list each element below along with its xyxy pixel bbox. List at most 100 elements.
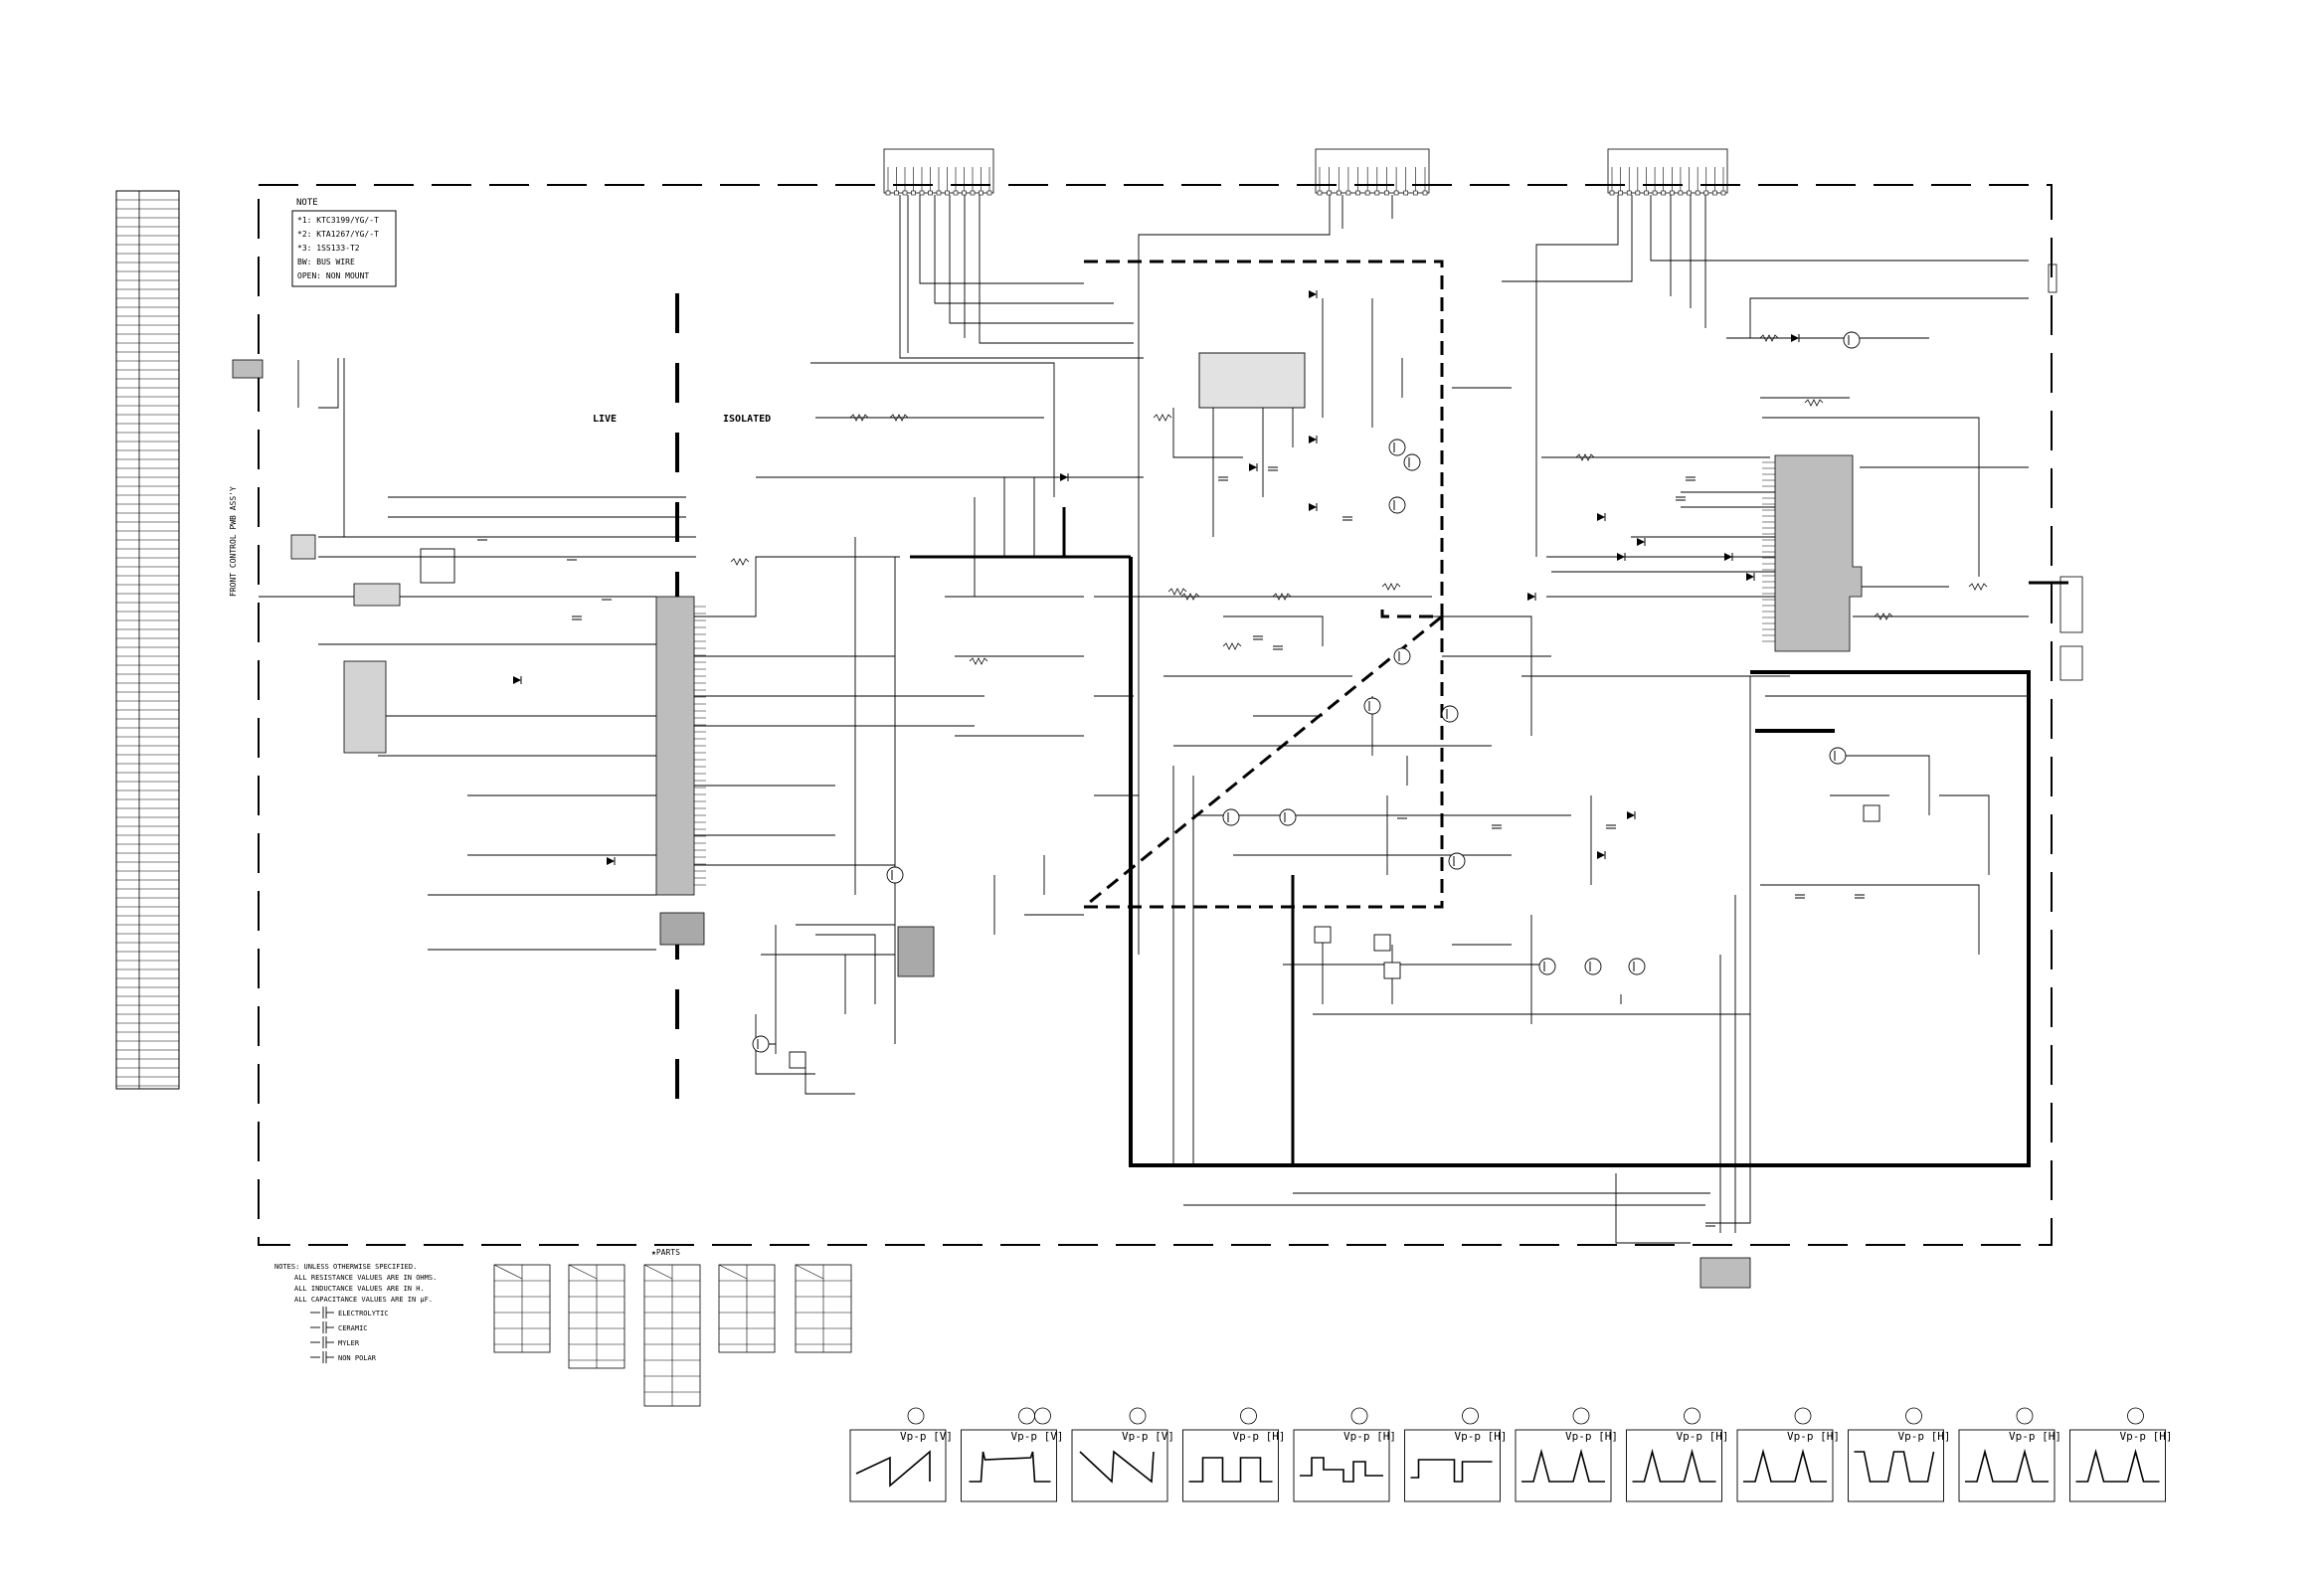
connector-pin bbox=[885, 190, 891, 196]
connector-pin bbox=[1327, 190, 1332, 196]
chip-center bbox=[1198, 352, 1306, 409]
resistor bbox=[1272, 593, 1292, 601]
connector-pin bbox=[1635, 190, 1641, 196]
waveform-marker bbox=[1129, 1407, 1147, 1425]
legend-myler: MYLER bbox=[338, 1339, 360, 1347]
waveform-marker bbox=[2016, 1407, 2034, 1425]
top-connector-1 bbox=[883, 148, 994, 196]
heavy-bus-lines bbox=[910, 507, 2068, 1167]
resistor bbox=[1804, 399, 1824, 407]
small-ic bbox=[1314, 926, 1332, 944]
ic-small bbox=[659, 912, 705, 946]
connector-pin bbox=[1374, 190, 1380, 196]
waveforms: Vp-p [V]Vp-p [V]Vp-p [V]Vp-p [H]Vp-p [H]… bbox=[849, 1407, 2173, 1502]
connector-pin bbox=[1336, 190, 1341, 196]
transistor bbox=[1279, 808, 1297, 826]
notes-line-1: NOTES: UNLESS OTHERWISE SPECIFIED. bbox=[274, 1263, 417, 1271]
connector-pin bbox=[1712, 190, 1717, 196]
waveform-marker bbox=[907, 1407, 925, 1425]
waveform-label: Vp-p [H] bbox=[2120, 1430, 2173, 1443]
connector-pin bbox=[1652, 190, 1658, 196]
resistor bbox=[1575, 453, 1595, 461]
transformer-left bbox=[290, 534, 316, 560]
waveform-marker bbox=[1240, 1407, 1257, 1425]
small-ic bbox=[1863, 804, 1880, 822]
small-ic bbox=[1373, 934, 1391, 952]
connector-pin bbox=[1609, 190, 1615, 196]
note-title: NOTE bbox=[296, 198, 318, 208]
ic-power-pins bbox=[694, 606, 706, 886]
parts-header: ★PARTS bbox=[651, 1248, 680, 1257]
connector-pin bbox=[1695, 190, 1700, 196]
ic-power-block bbox=[655, 596, 695, 896]
diode bbox=[1527, 593, 1535, 601]
resistor bbox=[1167, 588, 1187, 596]
waveform-frame bbox=[961, 1429, 1057, 1502]
transistor bbox=[1829, 747, 1847, 765]
small-ic bbox=[1383, 962, 1401, 979]
note-box: NOTE *1: KTC3199/YG/-T *2: KTA1267/YG/-T… bbox=[291, 198, 397, 287]
diode bbox=[1627, 811, 1635, 819]
diode bbox=[1309, 290, 1317, 298]
connector-pin bbox=[1345, 190, 1351, 196]
connector-pin bbox=[1384, 190, 1389, 196]
waveform-trace bbox=[1521, 1448, 1605, 1483]
waveform-label: Vp-p [H] bbox=[1233, 1430, 1286, 1443]
connector-pin bbox=[1661, 190, 1666, 196]
diode bbox=[1746, 573, 1754, 581]
small-ic bbox=[789, 1051, 806, 1069]
relay-block bbox=[353, 583, 401, 607]
note-line-2: *2: KTA1267/YG/-T bbox=[297, 230, 379, 239]
connector-pin bbox=[894, 190, 899, 196]
connector-pin bbox=[945, 190, 950, 196]
connector-pin bbox=[1678, 190, 1684, 196]
waveform-trace bbox=[1300, 1457, 1383, 1483]
ic-main-block bbox=[1774, 454, 1863, 652]
waveform-trace bbox=[2075, 1448, 2160, 1483]
waveform-frame bbox=[1848, 1429, 1944, 1502]
connector-pin bbox=[1618, 190, 1623, 196]
note-line-5: OPEN: NON MOUNT bbox=[297, 271, 369, 280]
connector-pin bbox=[1687, 190, 1692, 196]
waveform-label: Vp-p [H] bbox=[1677, 1430, 1729, 1443]
parts-tables bbox=[493, 1264, 852, 1407]
waveform-frame bbox=[2069, 1429, 2166, 1502]
resistor bbox=[1180, 593, 1200, 601]
connector-pin bbox=[979, 190, 983, 196]
transistor bbox=[752, 1035, 770, 1053]
connector-pin bbox=[1403, 190, 1409, 196]
waveform-label: Vp-p [H] bbox=[1787, 1430, 1840, 1443]
diode bbox=[1597, 513, 1605, 521]
legend-ceramic: CERAMIC bbox=[338, 1324, 368, 1332]
waveform-trace bbox=[1079, 1450, 1155, 1484]
legend-non-polar: NON POLAR bbox=[338, 1354, 377, 1362]
connector-pin bbox=[1317, 190, 1323, 196]
waveform-frame bbox=[1958, 1429, 2056, 1502]
connector-pin bbox=[1355, 190, 1360, 196]
top-connector-3 bbox=[1607, 148, 1728, 196]
ic-main-pins bbox=[1762, 461, 1775, 642]
connector-pin bbox=[1422, 190, 1428, 196]
transistor bbox=[1584, 958, 1602, 975]
connector-pin bbox=[962, 190, 967, 196]
components bbox=[477, 290, 1988, 1227]
note-line-4: BW: BUS WIRE bbox=[297, 258, 355, 266]
transistor bbox=[1441, 705, 1459, 723]
resistor bbox=[1968, 583, 1988, 591]
waveform-marker bbox=[1350, 1407, 1368, 1425]
waveform-frame bbox=[1293, 1429, 1390, 1502]
connector-pin bbox=[986, 190, 992, 196]
waveform-frame bbox=[1071, 1429, 1168, 1502]
waveform-frame bbox=[1515, 1429, 1612, 1502]
transistor bbox=[1363, 697, 1381, 715]
connector-pin bbox=[919, 190, 925, 196]
waveform-marker bbox=[1034, 1407, 1051, 1425]
live-label: LIVE bbox=[593, 414, 617, 425]
diode bbox=[1617, 553, 1625, 561]
transistor bbox=[1388, 496, 1406, 514]
waveform-label: Vp-p [H] bbox=[1455, 1430, 1508, 1443]
connector-pin bbox=[1720, 190, 1726, 196]
connector-pin bbox=[1644, 190, 1649, 196]
waveform-marker bbox=[1018, 1407, 1035, 1425]
transistor bbox=[1222, 808, 1240, 826]
